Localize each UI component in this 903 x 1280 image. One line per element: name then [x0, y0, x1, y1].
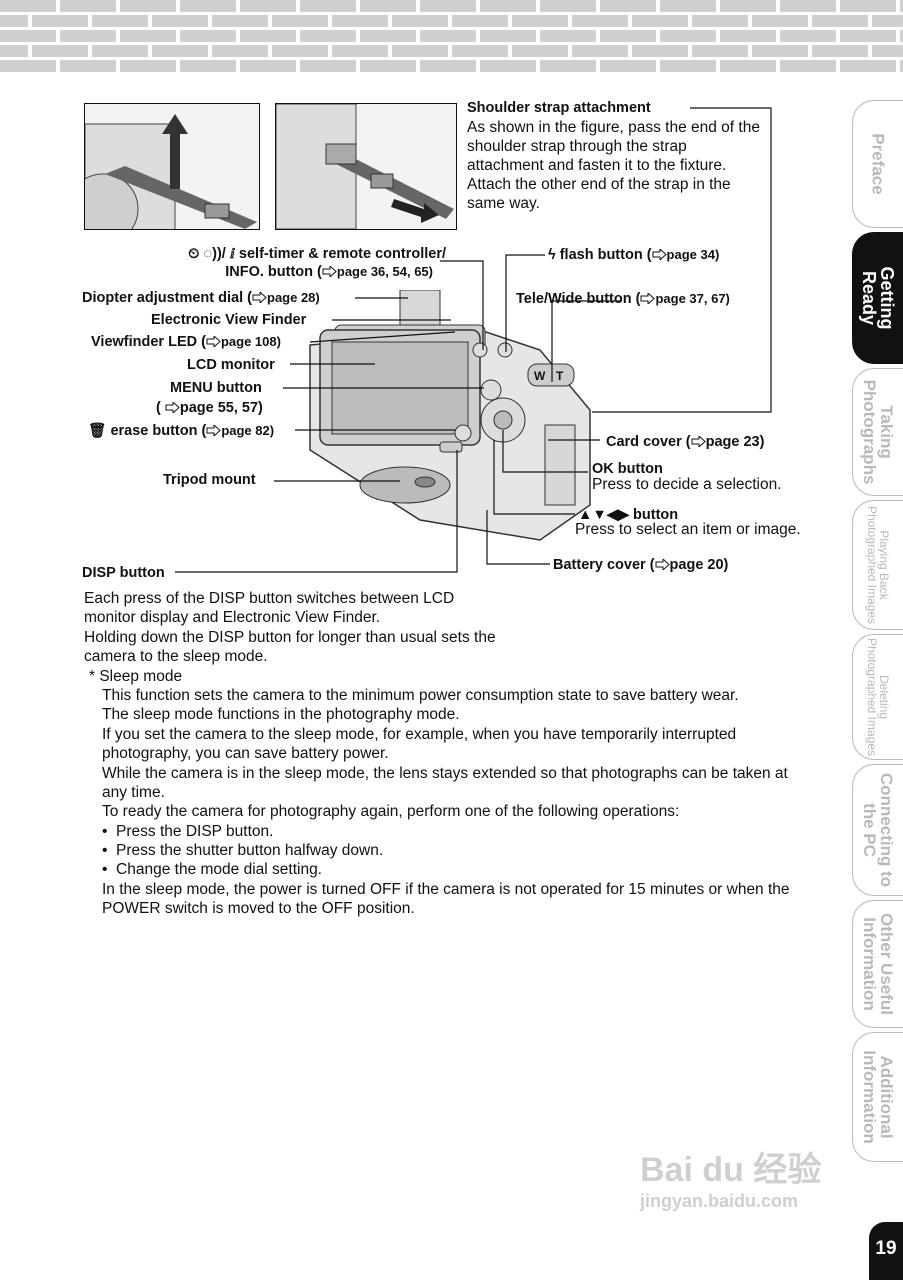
sleep-mode-heading: * Sleep mode: [89, 668, 183, 685]
menu-button-label: MENU button: [170, 380, 262, 396]
tripod-mount-label: Tripod mount: [163, 472, 256, 488]
tab-taking-photographs[interactable]: Taking Photographs: [852, 368, 903, 496]
sleep-text-6: In the sleep mode, the power is turned O…: [102, 881, 790, 917]
page-ref-arrow-icon: [652, 249, 667, 260]
strap-photo-right: [275, 103, 457, 230]
tab-getting-ready[interactable]: Getting Ready: [852, 232, 903, 364]
tab-preface[interactable]: Preface: [852, 100, 903, 228]
tab-additional-info[interactable]: Additional Information: [852, 1032, 903, 1162]
shoulder-strap-body: As shown in the figure, pass the end of …: [467, 119, 760, 212]
tab-other-useful[interactable]: Other Useful Information: [852, 900, 903, 1028]
sleep-text-3: If you set the camera to the sleep mode,…: [102, 726, 737, 762]
page-ref-arrow-icon: [252, 292, 267, 303]
bullet-item: • Press the DISP button.: [102, 823, 274, 840]
direction-arrows-icon: ▲▼◀▶: [578, 507, 634, 523]
page-number: 19: [869, 1222, 903, 1280]
flash-button-label: ϟ flash button (page 34): [548, 247, 720, 263]
camera-back-illustration: W T: [309, 290, 591, 541]
page-ref-arrow-icon: [640, 293, 656, 304]
viewfinder-led-label: Viewfinder LED (page 108): [91, 334, 281, 350]
page-ref-arrow-icon: [165, 402, 180, 413]
page-ref-arrow-icon: [322, 266, 337, 277]
page-ref-arrow-icon: [655, 559, 670, 570]
tele-wide-label: Tele/Wide button (page 37, 67): [516, 291, 730, 307]
ok-button-body: Press to decide a selection.: [592, 476, 782, 493]
watermark-url: jingyan.baidu.com: [640, 1191, 799, 1211]
flash-icon: ϟ: [548, 247, 560, 263]
svg-text:T: T: [556, 369, 564, 383]
menu-button-pages: ( page 55, 57): [156, 400, 263, 416]
strap-photo-left: [84, 103, 260, 230]
watermark-brand: Bai du 经验: [640, 1151, 822, 1189]
baidu-watermark: Bai du 经验 jingyan.baidu.com: [640, 1150, 840, 1230]
card-cover-label: Card cover (page 23): [606, 434, 765, 450]
shoulder-strap-title: Shoulder strap attachment: [467, 100, 651, 116]
disp-paragraph-2: Holding down the DISP button for longer …: [84, 629, 496, 665]
tab-connecting-pc[interactable]: Connecting to the PC: [852, 764, 903, 896]
brick-header-pattern: [0, 0, 903, 76]
ok-button-title: OK button: [592, 461, 663, 477]
diopter-dial-label: Diopter adjustment dial (page 28): [82, 290, 320, 306]
sleep-text-1: This function sets the camera to the min…: [102, 687, 739, 704]
self-timer-label: ⏲ ◌))/ ⅈ self-timer & remote controller/: [188, 246, 446, 262]
page-ref-arrow-icon: [206, 425, 222, 436]
bullet-item: • Change the mode dial setting.: [102, 861, 322, 878]
tab-deleting[interactable]: Deleting Photographed Images: [852, 634, 903, 760]
bullet-item: • Press the shutter button halfway down.: [102, 842, 384, 859]
sleep-text-4: While the camera is in the sleep mode, t…: [102, 765, 788, 801]
erase-button-label: 🗑 erase button (page 82): [88, 423, 275, 439]
sleep-text-5: To ready the camera for photography agai…: [102, 803, 680, 820]
info-button-label: INFO. button (page 36, 54, 65): [225, 264, 433, 280]
disp-paragraph-1: Each press of the DISP button switches b…: [84, 590, 455, 626]
evf-label: Electronic View Finder: [151, 312, 307, 328]
battery-cover-label: Battery cover (page 20): [553, 557, 729, 573]
page-ref-arrow-icon: [206, 336, 221, 347]
lcd-monitor-label: LCD monitor: [187, 357, 275, 373]
remote-icon: ◌))/ ⅈ: [203, 246, 239, 262]
tab-playing-back[interactable]: Playing Back Photographed Images: [852, 500, 903, 630]
sleep-text-2: The sleep mode functions in the photogra…: [102, 706, 460, 723]
trash-icon: 🗑: [88, 423, 111, 439]
self-timer-icon: ⏲: [188, 246, 200, 262]
arrow-buttons-body: Press to select an item or image.: [575, 521, 801, 538]
svg-text:W: W: [534, 369, 546, 383]
page-ref-arrow-icon: [691, 436, 706, 447]
disp-button-label: DISP button: [82, 565, 165, 581]
arrow-buttons-title: ▲▼◀▶ button: [578, 507, 679, 523]
